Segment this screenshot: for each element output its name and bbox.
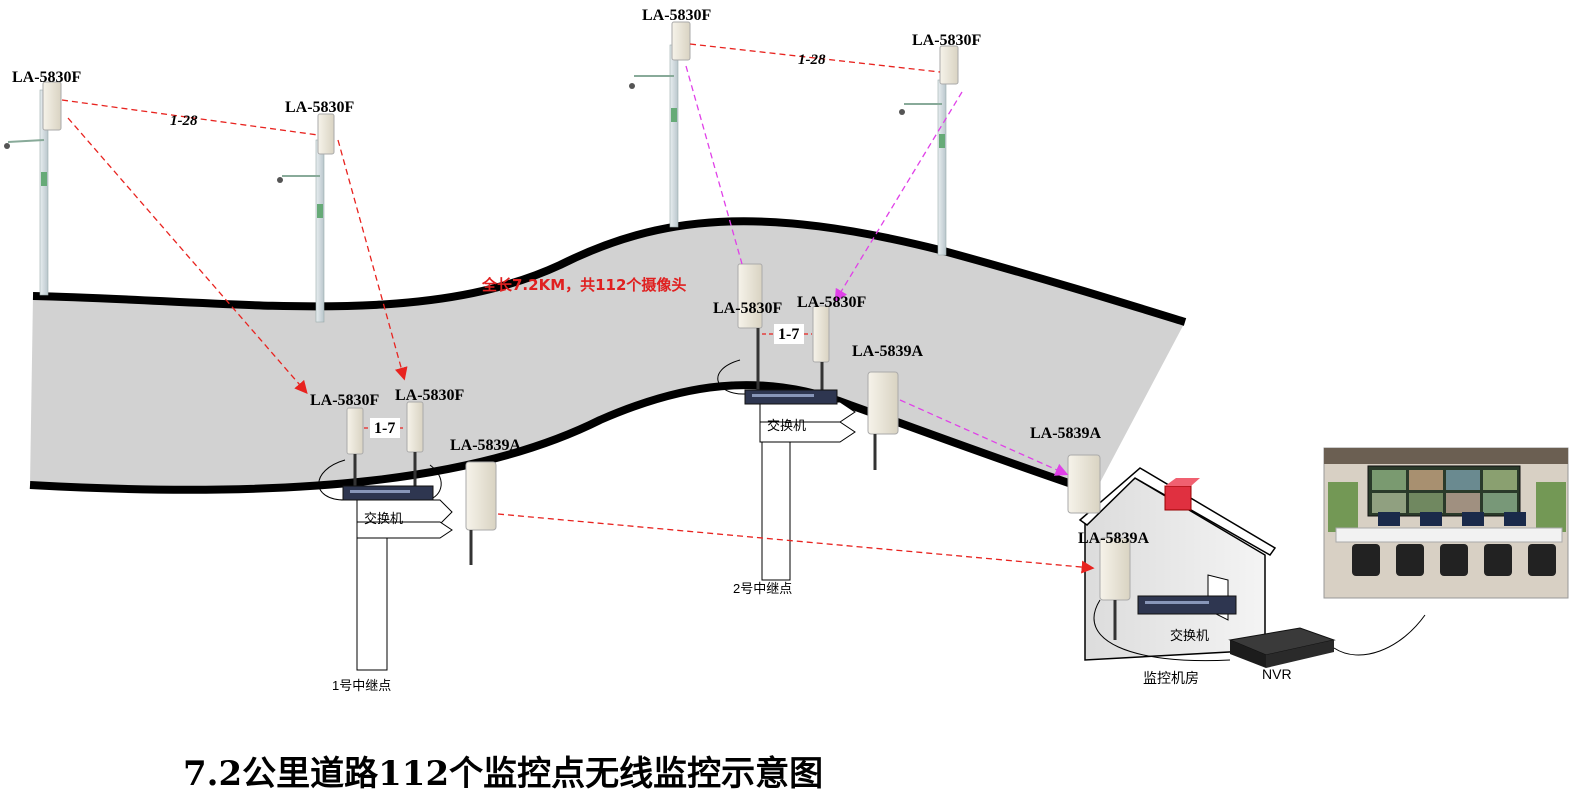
- wireless-links: [61, 43, 1095, 574]
- relay-post-2: [759, 401, 856, 581]
- relay1-equipment: [318, 401, 497, 565]
- monitor-wall-photo: [1323, 447, 1569, 599]
- pole-1-label: LA-5830F: [12, 69, 82, 86]
- pole-4-label: LA-5830F: [912, 32, 982, 49]
- relay2-ap-a-label: LA-5830F: [713, 300, 783, 317]
- relay2-ap-b-label: LA-5830F: [797, 294, 867, 311]
- relay1-ap-a-label: LA-5830F: [310, 392, 380, 409]
- relay1-name: 1号中继点: [332, 678, 391, 693]
- length-note: 全长7.2KM，共112个摄像头: [481, 276, 686, 294]
- nvr-label: NVR: [1262, 666, 1292, 682]
- control-room-house: [1067, 454, 1277, 662]
- room-bridge-out-label: LA-5839A: [1030, 425, 1102, 442]
- camera-pole-1: [4, 81, 62, 296]
- relay2-bridge-label: LA-5839A: [852, 343, 924, 360]
- link-label-right: 1-28: [798, 52, 826, 68]
- camera-pole-4: [899, 45, 959, 256]
- road: [29, 217, 1187, 496]
- link-label-left: 1-28: [170, 113, 198, 129]
- relay2-channel-label: 1-7: [778, 326, 799, 343]
- diagram-title: 7.2公里道路112个监控点无线监控示意图: [183, 754, 823, 794]
- labels: LA-5830F LA-5830F LA-5830F LA-5830F 1-28…: [12, 7, 1292, 794]
- relay2-name: 2号中继点: [733, 581, 792, 596]
- relay-post-1: [356, 499, 453, 671]
- relay2-switch-label: 交换机: [767, 418, 806, 433]
- pole-3-label: LA-5830F: [642, 7, 712, 24]
- relay1-switch-label: 交换机: [364, 511, 403, 526]
- relay2-equipment: [717, 263, 899, 470]
- camera-pole-2: [277, 113, 335, 323]
- pole-2-label: LA-5830F: [285, 99, 355, 116]
- room-bridge-in-label: LA-5839A: [1078, 530, 1150, 547]
- room-switch-label: 交换机: [1170, 628, 1209, 643]
- nvr-icon: [1228, 614, 1426, 668]
- control-room-name: 监控机房: [1143, 670, 1199, 686]
- relay1-ap-b-label: LA-5830F: [395, 387, 465, 404]
- camera-pole-3: [629, 21, 691, 228]
- relay1-channel-label: 1-7: [374, 420, 395, 437]
- relay1-bridge-label: LA-5839A: [450, 437, 522, 454]
